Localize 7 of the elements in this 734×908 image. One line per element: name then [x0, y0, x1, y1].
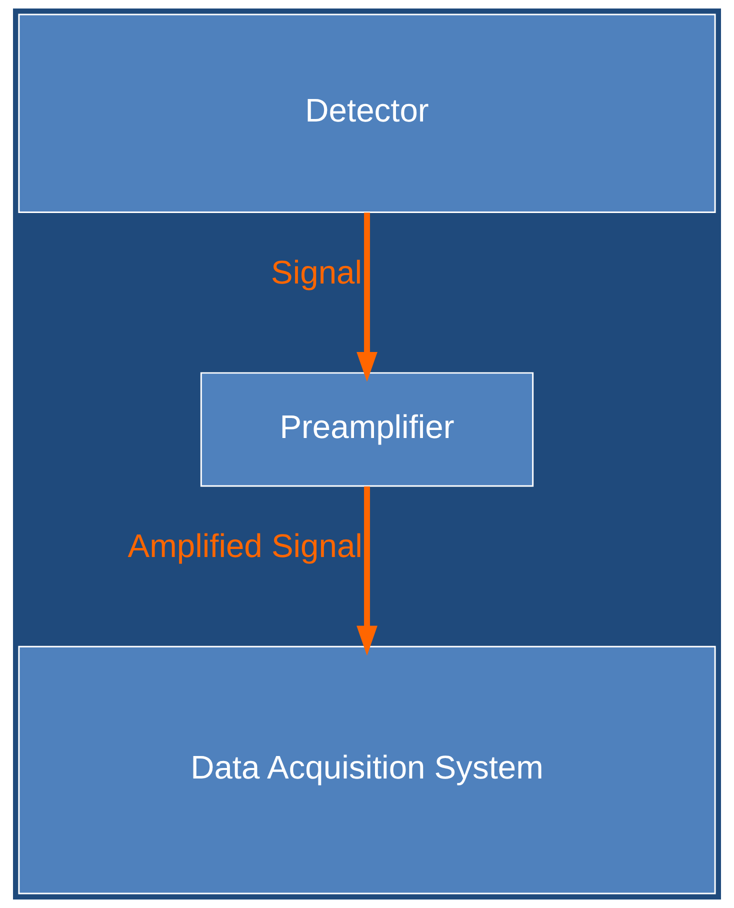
arrow — [356, 486, 378, 656]
edge-label: Amplified Signal — [128, 526, 362, 564]
node-box: Preamplifier — [200, 372, 534, 487]
arrow — [356, 212, 378, 382]
node-box: Data Acquisition System — [18, 646, 716, 894]
node-box: Detector — [18, 14, 716, 214]
edge-label: Signal — [271, 254, 362, 291]
